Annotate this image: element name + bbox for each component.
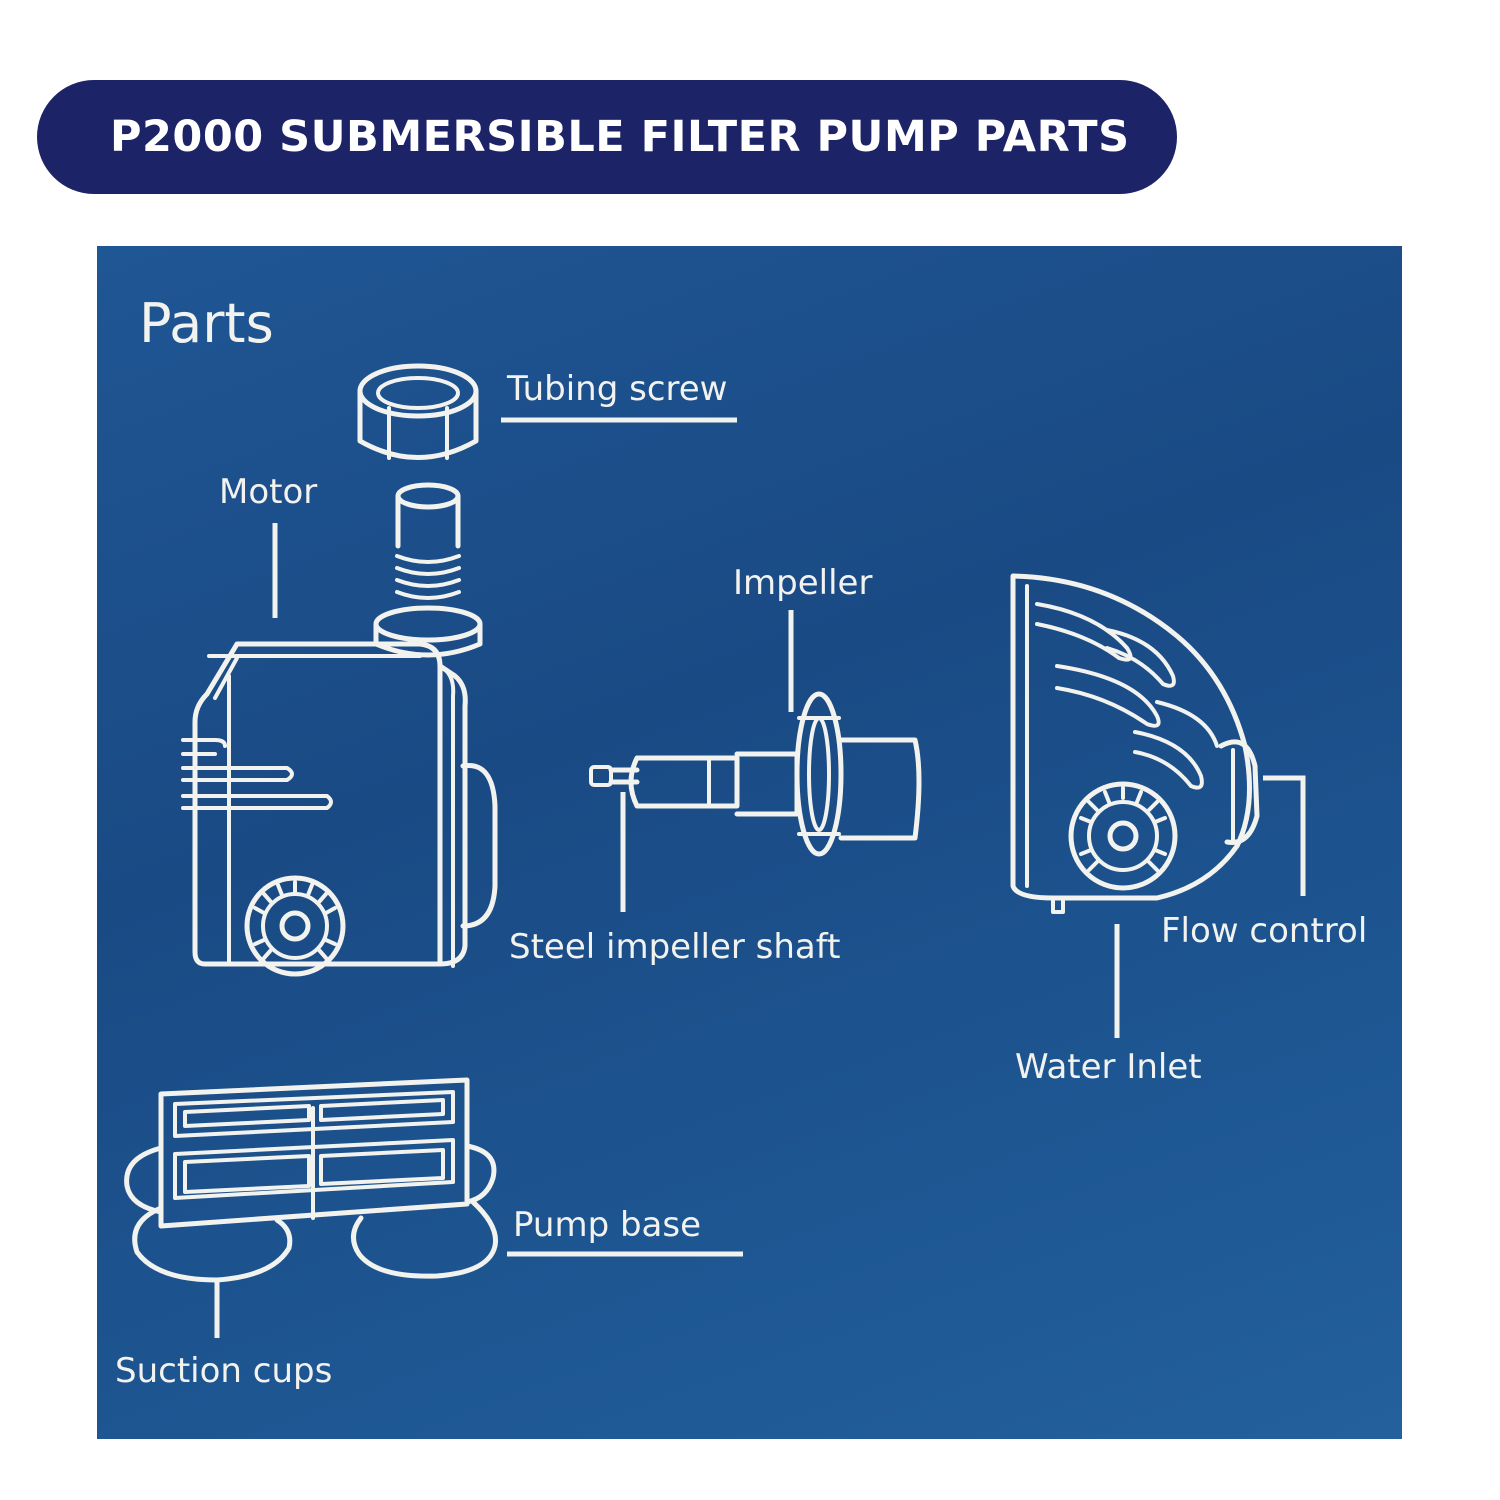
flow-control-leader — [1263, 775, 1306, 896]
label-tubing-screw: Tubing screw — [506, 369, 728, 409]
tubing-screw-drawing — [357, 363, 479, 460]
label-impeller: Impeller — [733, 563, 872, 603]
label-motor: Motor — [219, 472, 317, 512]
label-pump-base: Pump base — [513, 1205, 701, 1245]
pump-base-drawing — [124, 1077, 499, 1283]
parts-diagram: Parts Tubing screw — [115, 292, 1367, 1391]
diagram-heading: Parts — [139, 292, 274, 355]
parts-diagram-panel: Parts Tubing screw — [97, 246, 1402, 1439]
impeller-drawing — [589, 691, 922, 857]
label-flow-control: Flow control — [1161, 911, 1367, 951]
label-water-inlet: Water Inlet — [1015, 1047, 1202, 1087]
label-steel-impeller-shaft: Steel impeller shaft — [509, 927, 840, 967]
header-banner: P2000 SUBMERSIBLE FILTER PUMP PARTS — [37, 80, 1177, 194]
motor-drawing — [181, 482, 498, 977]
label-suction-cups: Suction cups — [115, 1351, 332, 1391]
page-title: P2000 SUBMERSIBLE FILTER PUMP PARTS — [110, 112, 1130, 162]
front-cover-drawing — [1010, 573, 1260, 914]
